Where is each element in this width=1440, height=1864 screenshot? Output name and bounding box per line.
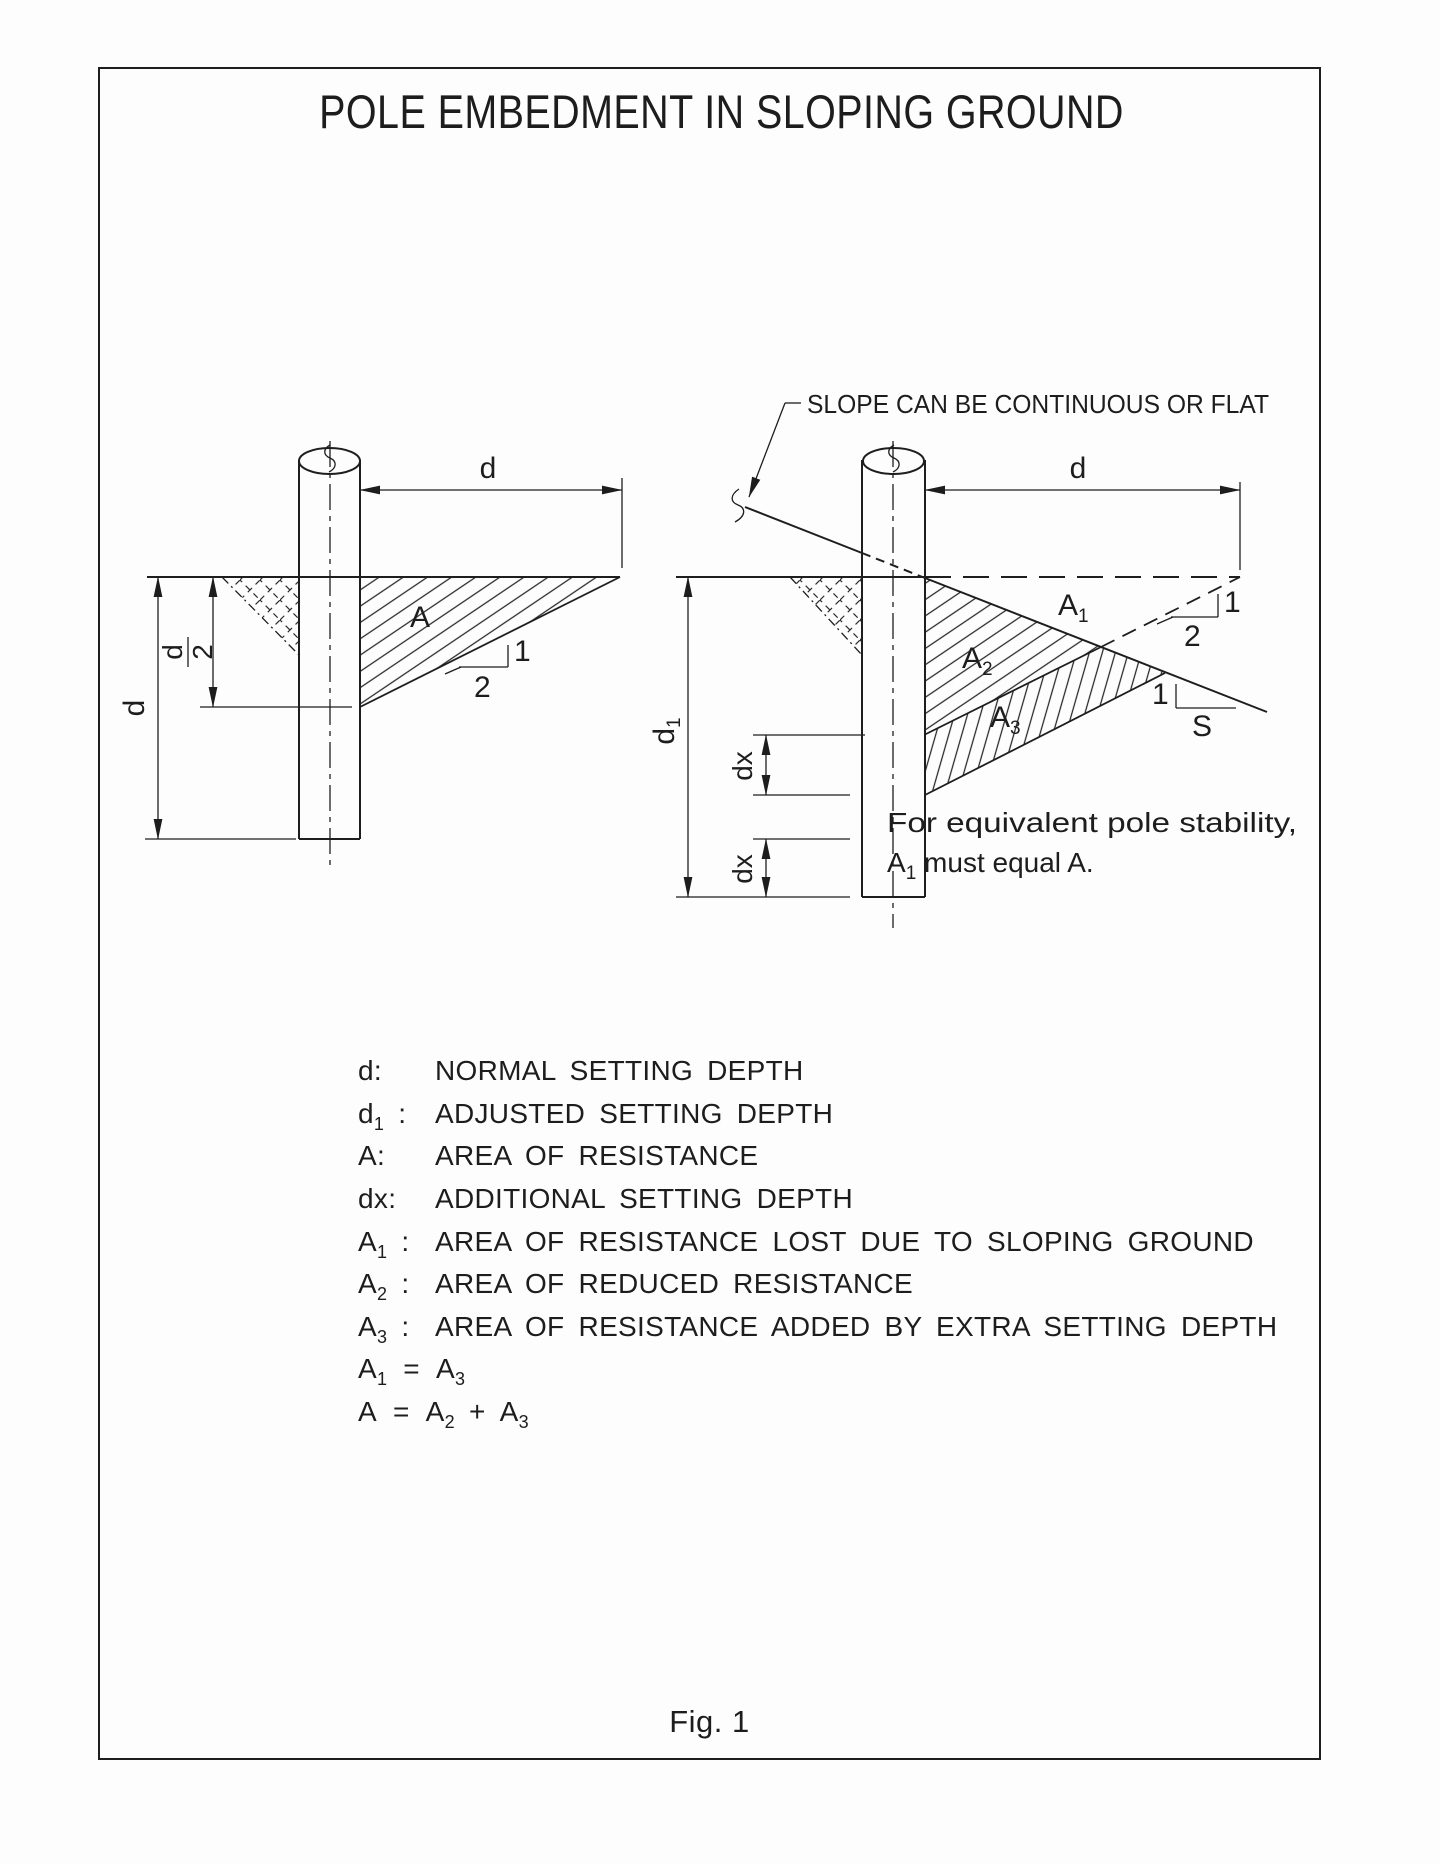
slope-callout: SLOPE CAN BE CONTINUOUS OR FLAT [748, 389, 1269, 498]
legend-row: A: AREA OF RESISTANCE [358, 1140, 759, 1171]
equivalence-note-line2: A1 must equal A. [887, 847, 1094, 884]
right-area-A3-bottom-edge [924, 672, 1166, 796]
right-area-A2-label: A2 [962, 642, 993, 680]
page-border-frame [98, 67, 1321, 1760]
legend-row: dx: ADDITIONAL SETTING DEPTH [358, 1183, 853, 1214]
right-area-A1-label: A1 [1058, 589, 1089, 627]
left-area-A-label: A [410, 601, 430, 634]
legend-row: A1 : AREA OF RESISTANCE LOST DUE TO SLOP… [358, 1226, 1254, 1262]
left-slope-run-label: 2 [474, 671, 491, 704]
slope-callout-text: SLOPE CAN BE CONTINUOUS OR FLAT [807, 389, 1269, 419]
page-title: POLE EMBEDMENT IN SLOPING GROUND [319, 85, 1124, 138]
right-slope-2-1-marker: 1 2 [1156, 586, 1241, 653]
right-dim-dx-upper: dx [727, 734, 865, 796]
right-slope21-run-label: 2 [1184, 620, 1201, 653]
right-area-A2-hatched [925, 578, 1101, 735]
left-dim-d-top: d [359, 452, 623, 568]
left-dim-d-depth: d [118, 576, 296, 840]
right-pole [861, 441, 926, 928]
left-dim-d-half-label: d 2 [157, 637, 218, 667]
right-dim-d-top: d [924, 452, 1241, 570]
left-soil-wedge [221, 576, 300, 656]
legend-equation-2: A=A2+A3 [358, 1396, 529, 1432]
slope-line-break-squiggle [731, 488, 745, 523]
legend-row: A3 : AREA OF RESISTANCE ADDED BY EXTRA S… [358, 1311, 1278, 1347]
right-slopeS-rise-label: 1 [1152, 678, 1169, 711]
right-2-1-hypotenuse [924, 576, 1241, 736]
right-dim-d-top-label: d [1070, 452, 1087, 485]
right-slopeS-run-label: S [1192, 710, 1212, 743]
right-soil-wedge [789, 576, 863, 656]
left-dim-d-top-label: d [480, 452, 497, 485]
legend-row: A2 : AREA OF REDUCED RESISTANCE [358, 1268, 914, 1304]
right-dim-dx-lower: dx [727, 838, 850, 898]
right-slope-line [731, 488, 1268, 713]
left-pole [298, 441, 361, 867]
pole-top-break-squiggle [888, 444, 900, 473]
legend-equation-1: A1=A3 [358, 1353, 466, 1389]
right-area-A3-hatched [925, 647, 1165, 795]
left-area-A-hatched-triangle [359, 576, 621, 708]
right-dim-d1: d1 [648, 576, 850, 898]
right-dim-dx-lower-label: dx [727, 854, 758, 884]
left-diagram: d d d 2 A [118, 441, 623, 867]
left-slope-rise-label: 1 [514, 635, 531, 668]
equivalence-note: For equivalent pole stability, A1 must e… [887, 807, 1297, 884]
right-dim-d1-label: d1 [648, 717, 685, 744]
left-dim-d-half: d 2 [157, 576, 352, 708]
svg-text:d: d [157, 644, 188, 660]
equivalence-note-line1: For equivalent pole stability, [887, 807, 1297, 838]
right-dim-dx-upper-label: dx [727, 751, 758, 781]
svg-text:2: 2 [187, 644, 218, 660]
right-area-A3-label: A3 [990, 701, 1021, 739]
figure-caption: Fig. 1 [669, 1704, 750, 1739]
legend-row: d1 : ADJUSTED SETTING DEPTH [358, 1098, 834, 1134]
left-slope-2-1-marker: 1 2 [444, 635, 531, 704]
left-dim-d-depth-label: d [118, 700, 151, 717]
right-slope21-rise-label: 1 [1224, 586, 1241, 619]
right-slope-1-S-marker: 1 S [1152, 678, 1236, 743]
pole-embedment-drawing: d d d 2 A [118, 389, 1297, 928]
right-diagram: SLOPE CAN BE CONTINUOUS OR FLAT d d1 [648, 389, 1297, 928]
legend-row: d: NORMAL SETTING DEPTH [358, 1055, 804, 1086]
